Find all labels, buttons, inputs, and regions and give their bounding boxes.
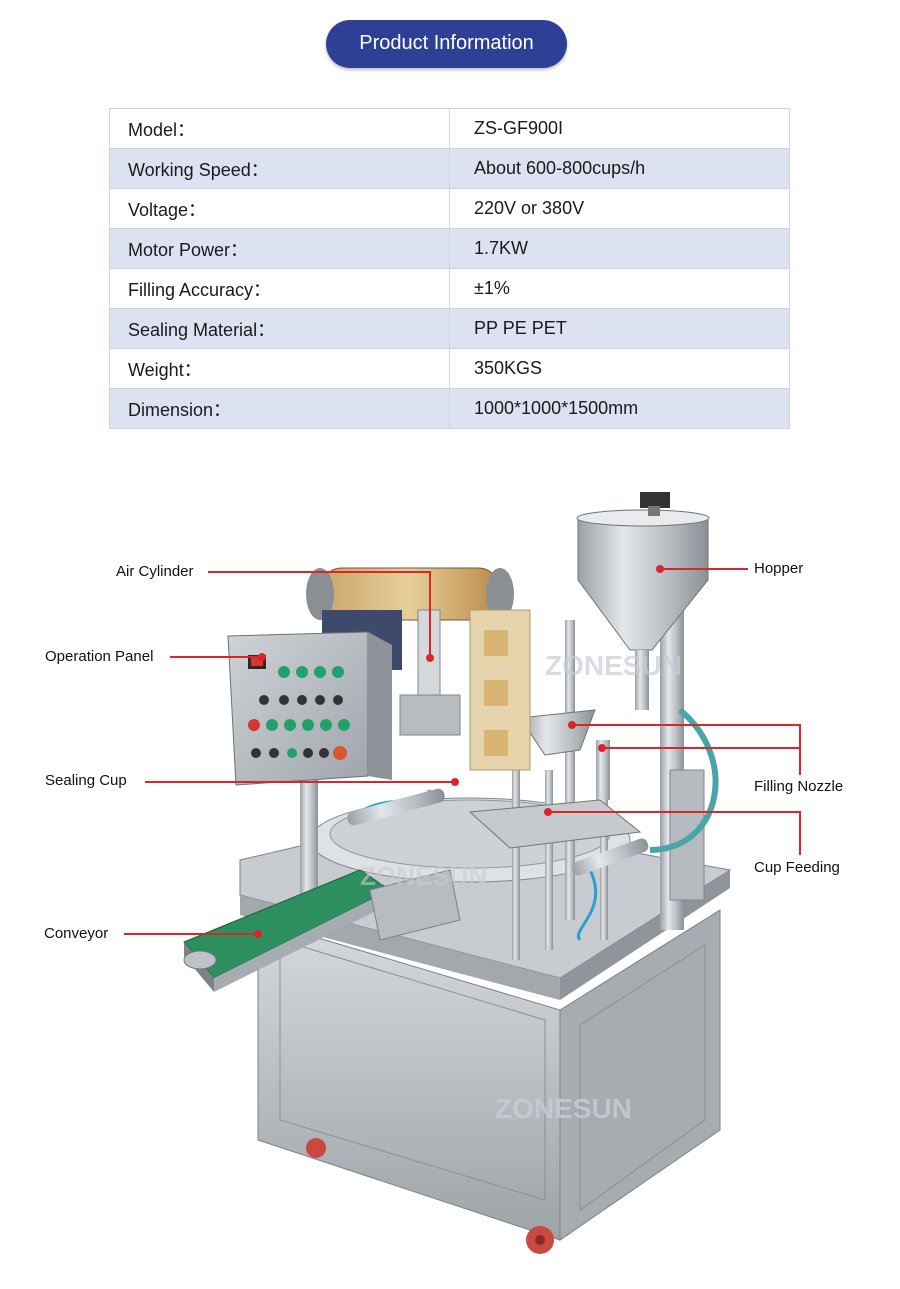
table-row: Motor Power： 1.7KW (109, 228, 790, 269)
spec-key: Working Speed： (109, 148, 450, 189)
spec-value: 220V or 380V (449, 188, 790, 229)
table-row: Model： ZS-GF900I (109, 108, 790, 149)
spec-key: Dimension： (109, 388, 450, 429)
table-row: Filling Accuracy： ±1% (109, 268, 790, 309)
spec-value: ZS-GF900I (449, 108, 790, 149)
spec-key: Motor Power： (109, 228, 450, 269)
watermark: ZONESUN (545, 650, 682, 681)
spec-value: ±1% (449, 268, 790, 309)
filling-funnel (519, 709, 596, 756)
spec-value: PP PE PET (449, 308, 790, 349)
operation-panel (227, 631, 392, 786)
spec-key: Model： (109, 108, 450, 149)
spec-table: Model： ZS-GF900I Working Speed： About 60… (109, 108, 790, 429)
hopper (576, 492, 710, 710)
callout-conveyor: Conveyor (44, 925, 109, 942)
table-row: Dimension： 1000*1000*1500mm (109, 388, 790, 429)
spec-value: 350KGS (449, 348, 790, 389)
wheel-icon (306, 1138, 326, 1158)
callout-cup-feeding: Cup Feeding (754, 859, 840, 876)
callout-air-cylinder: Air Cylinder (116, 563, 194, 580)
callout-filling-nozzle: Filling Nozzle (754, 778, 844, 795)
machine-illustration: ZONESUN ZONESUN ZONESUN (124, 492, 801, 1254)
spec-key: Weight： (109, 348, 450, 389)
table-row: Weight： 350KGS (109, 348, 790, 389)
table-row: Sealing Material： PP PE PET (109, 308, 790, 349)
table-row: Voltage： 220V or 380V (109, 188, 790, 229)
callout-sealing-cup: Sealing Cup (45, 772, 127, 789)
spec-value: About 600-800cups/h (449, 148, 790, 189)
watermark: ZONESUN (360, 861, 487, 891)
film-roll (306, 567, 531, 771)
watermark: ZONESUN (495, 1093, 632, 1124)
callout-hopper: Hopper (754, 560, 804, 577)
base-cabinet (257, 909, 721, 1241)
callout-lines (124, 565, 801, 938)
spec-key: Sealing Material： (109, 308, 450, 349)
spec-key: Voltage： (109, 188, 450, 229)
conveyor (183, 869, 391, 992)
callout-operation-panel: Operation Panel (45, 648, 154, 665)
spec-key: Filling Accuracy： (109, 268, 450, 309)
spec-value: 1000*1000*1500mm (449, 388, 790, 429)
spec-value: 1.7KW (449, 228, 790, 269)
section-title: Product Information (326, 20, 567, 68)
table-row: Working Speed： About 600-800cups/h (109, 148, 790, 189)
